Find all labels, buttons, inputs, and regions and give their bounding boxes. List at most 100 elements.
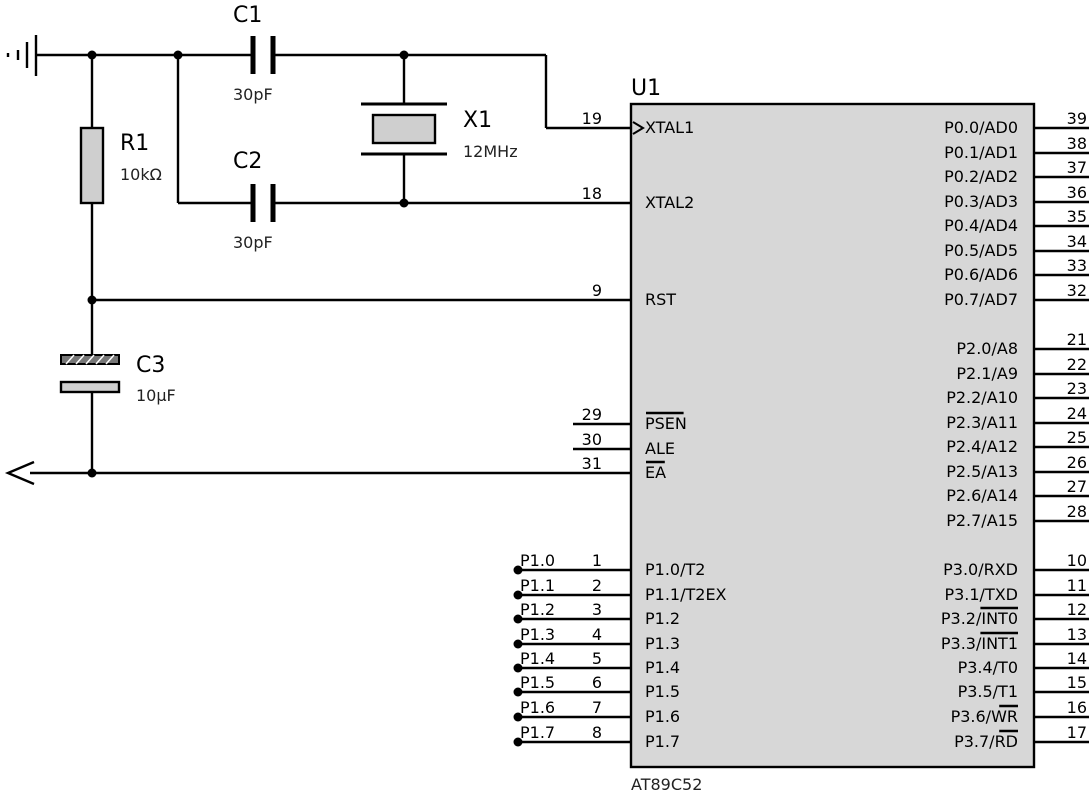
crystal-icon[interactable]: [361, 102, 447, 156]
pin-name-p1-6: P1.6: [645, 707, 680, 726]
u1-chip-body[interactable]: [629, 102, 1036, 769]
pin-number-1: 1: [592, 551, 602, 570]
pin-name-p2-5-a13: P2.5/A13: [946, 462, 1018, 481]
c1-ref: C1: [233, 3, 262, 28]
pin-number-34: 34: [1067, 232, 1087, 251]
pin-name-p0-6-ad6: P0.6/AD6: [944, 265, 1018, 284]
net-junction: [513, 712, 523, 722]
junctions: [87, 50, 409, 478]
net-label-P1-4: P1.4: [520, 649, 555, 668]
pin-number-32: 32: [1067, 281, 1087, 300]
electrolytic-capacitor-icon[interactable]: [59, 354, 121, 394]
c1-value: 30pF: [233, 85, 273, 104]
pin-number-6: 6: [592, 673, 602, 692]
pin-name-p3-6-wr: P3.6/WR: [951, 707, 1018, 726]
pin-name-p1-4: P1.4: [645, 658, 680, 677]
pin-number-5: 5: [592, 649, 602, 668]
pin-number-30: 30: [582, 430, 602, 449]
pin-name-xtal2: XTAL2: [645, 193, 694, 212]
pin-number-22: 22: [1067, 355, 1087, 374]
pin-number-4: 4: [592, 625, 602, 644]
pin-name-p0-5-ad5: P0.5/AD5: [944, 241, 1018, 260]
pin-number-14: 14: [1067, 649, 1087, 668]
pin-name-p0-2-ad2: P0.2/AD2: [944, 167, 1018, 186]
pin-name-p1-0-t2: P1.0/T2: [645, 560, 705, 579]
pin-name-p0-3-ad3: P0.3/AD3: [944, 192, 1018, 211]
pin-name-p1-3: P1.3: [645, 634, 680, 653]
pin-name-p3-7-rd: P3.7/RD: [954, 732, 1018, 751]
pin-name-p0-0-ad0: P0.0/AD0: [944, 118, 1018, 137]
pin-number-29: 29: [582, 405, 602, 424]
pin-name-p3-3-int1: P3.3/INT1: [941, 634, 1018, 653]
pin-name-p3-1-txd: P3.1/TXD: [944, 585, 1018, 604]
r1-ref: R1: [120, 131, 149, 156]
pin-name-p1-1-t2ex: P1.1/T2EX: [645, 585, 727, 604]
pin-name-ale: ALE: [645, 439, 675, 458]
net-junction: [513, 737, 523, 747]
pin-number-15: 15: [1067, 673, 1087, 692]
right-pin-group: 39P0.0/AD038P0.1/AD137P0.2/AD236P0.3/AD3…: [941, 109, 1089, 751]
ground-icon: [6, 35, 38, 76]
pin-number-31: 31: [582, 454, 602, 473]
pin-name-p2-0-a8: P2.0/A8: [956, 339, 1018, 358]
pin-name-p0-1-ad1: P0.1/AD1: [944, 143, 1018, 162]
pin-number-16: 16: [1067, 698, 1087, 717]
pin-number-21: 21: [1067, 330, 1087, 349]
pin-number-27: 27: [1067, 477, 1087, 496]
p1-net-labels: P1.0P1.1P1.2P1.3P1.4P1.5P1.6P1.7: [513, 551, 555, 747]
net-label-P1-7: P1.7: [520, 723, 555, 742]
pin-name-psen: PSEN: [645, 414, 687, 433]
pin-name-p2-3-a11: P2.3/A11: [946, 413, 1018, 432]
u1-part: AT89C52: [631, 775, 702, 794]
pin-name-p2-2-a10: P2.2/A10: [946, 388, 1018, 407]
u1-ref: U1: [631, 76, 661, 101]
pin-number-26: 26: [1067, 453, 1087, 472]
net-label-P1-0: P1.0: [520, 551, 555, 570]
pin-name-p3-5-t1: P3.5/T1: [958, 682, 1018, 701]
x1-value: 12MHz: [463, 142, 518, 161]
pin-name-p3-2-int0: P3.2/INT0: [941, 609, 1018, 628]
capacitor-icon[interactable]: [250, 36, 276, 74]
resistor-icon[interactable]: [79, 126, 105, 205]
pin-number-11: 11: [1067, 576, 1087, 595]
r1-value: 10kΩ: [120, 165, 162, 184]
pin-number-39: 39: [1067, 109, 1087, 128]
net-label-P1-1: P1.1: [520, 576, 555, 595]
pin-number-37: 37: [1067, 158, 1087, 177]
pin-number-10: 10: [1067, 551, 1087, 570]
net-junction: [513, 614, 523, 624]
pin-number-3: 3: [592, 600, 602, 619]
c3-value: 10µF: [136, 386, 176, 405]
pin-number-7: 7: [592, 698, 602, 717]
pin-number-8: 8: [592, 723, 602, 742]
pin-name-p0-7-ad7: P0.7/AD7: [944, 290, 1018, 309]
pin-number-24: 24: [1067, 404, 1087, 423]
net-junction: [513, 663, 523, 673]
net-label-P1-3: P1.3: [520, 625, 555, 644]
net-label-P1-5: P1.5: [520, 673, 555, 692]
pin-name-p0-4-ad4: P0.4/AD4: [944, 216, 1018, 235]
pin-number-13: 13: [1067, 625, 1087, 644]
pin-number-9: 9: [592, 281, 602, 300]
pin-name-p1-7: P1.7: [645, 732, 680, 751]
pin-name-rst: RST: [645, 290, 676, 309]
pin-name-ea: EA: [645, 463, 666, 482]
pin-number-33: 33: [1067, 256, 1087, 275]
pin-name-p3-4-t0: P3.4/T0: [958, 658, 1018, 677]
pin-number-2: 2: [592, 576, 602, 595]
net-label-P1-6: P1.6: [520, 698, 555, 717]
net-junction: [513, 639, 523, 649]
pin-number-19: 19: [582, 109, 602, 128]
capacitor-icon[interactable]: [250, 184, 276, 222]
pin-number-23: 23: [1067, 379, 1087, 398]
net-junction: [513, 687, 523, 697]
net-junction: [513, 590, 523, 600]
net-label-P1-2: P1.2: [520, 600, 555, 619]
pin-name-p2-1-a9: P2.1/A9: [956, 364, 1018, 383]
pin-name-p2-6-a14: P2.6/A14: [946, 486, 1018, 505]
clock-marker-icon: [632, 121, 645, 135]
vcc-arrow-icon: [4, 460, 35, 486]
pin-number-12: 12: [1067, 600, 1087, 619]
pin-name-p1-2: P1.2: [645, 609, 680, 628]
pin-number-35: 35: [1067, 207, 1087, 226]
